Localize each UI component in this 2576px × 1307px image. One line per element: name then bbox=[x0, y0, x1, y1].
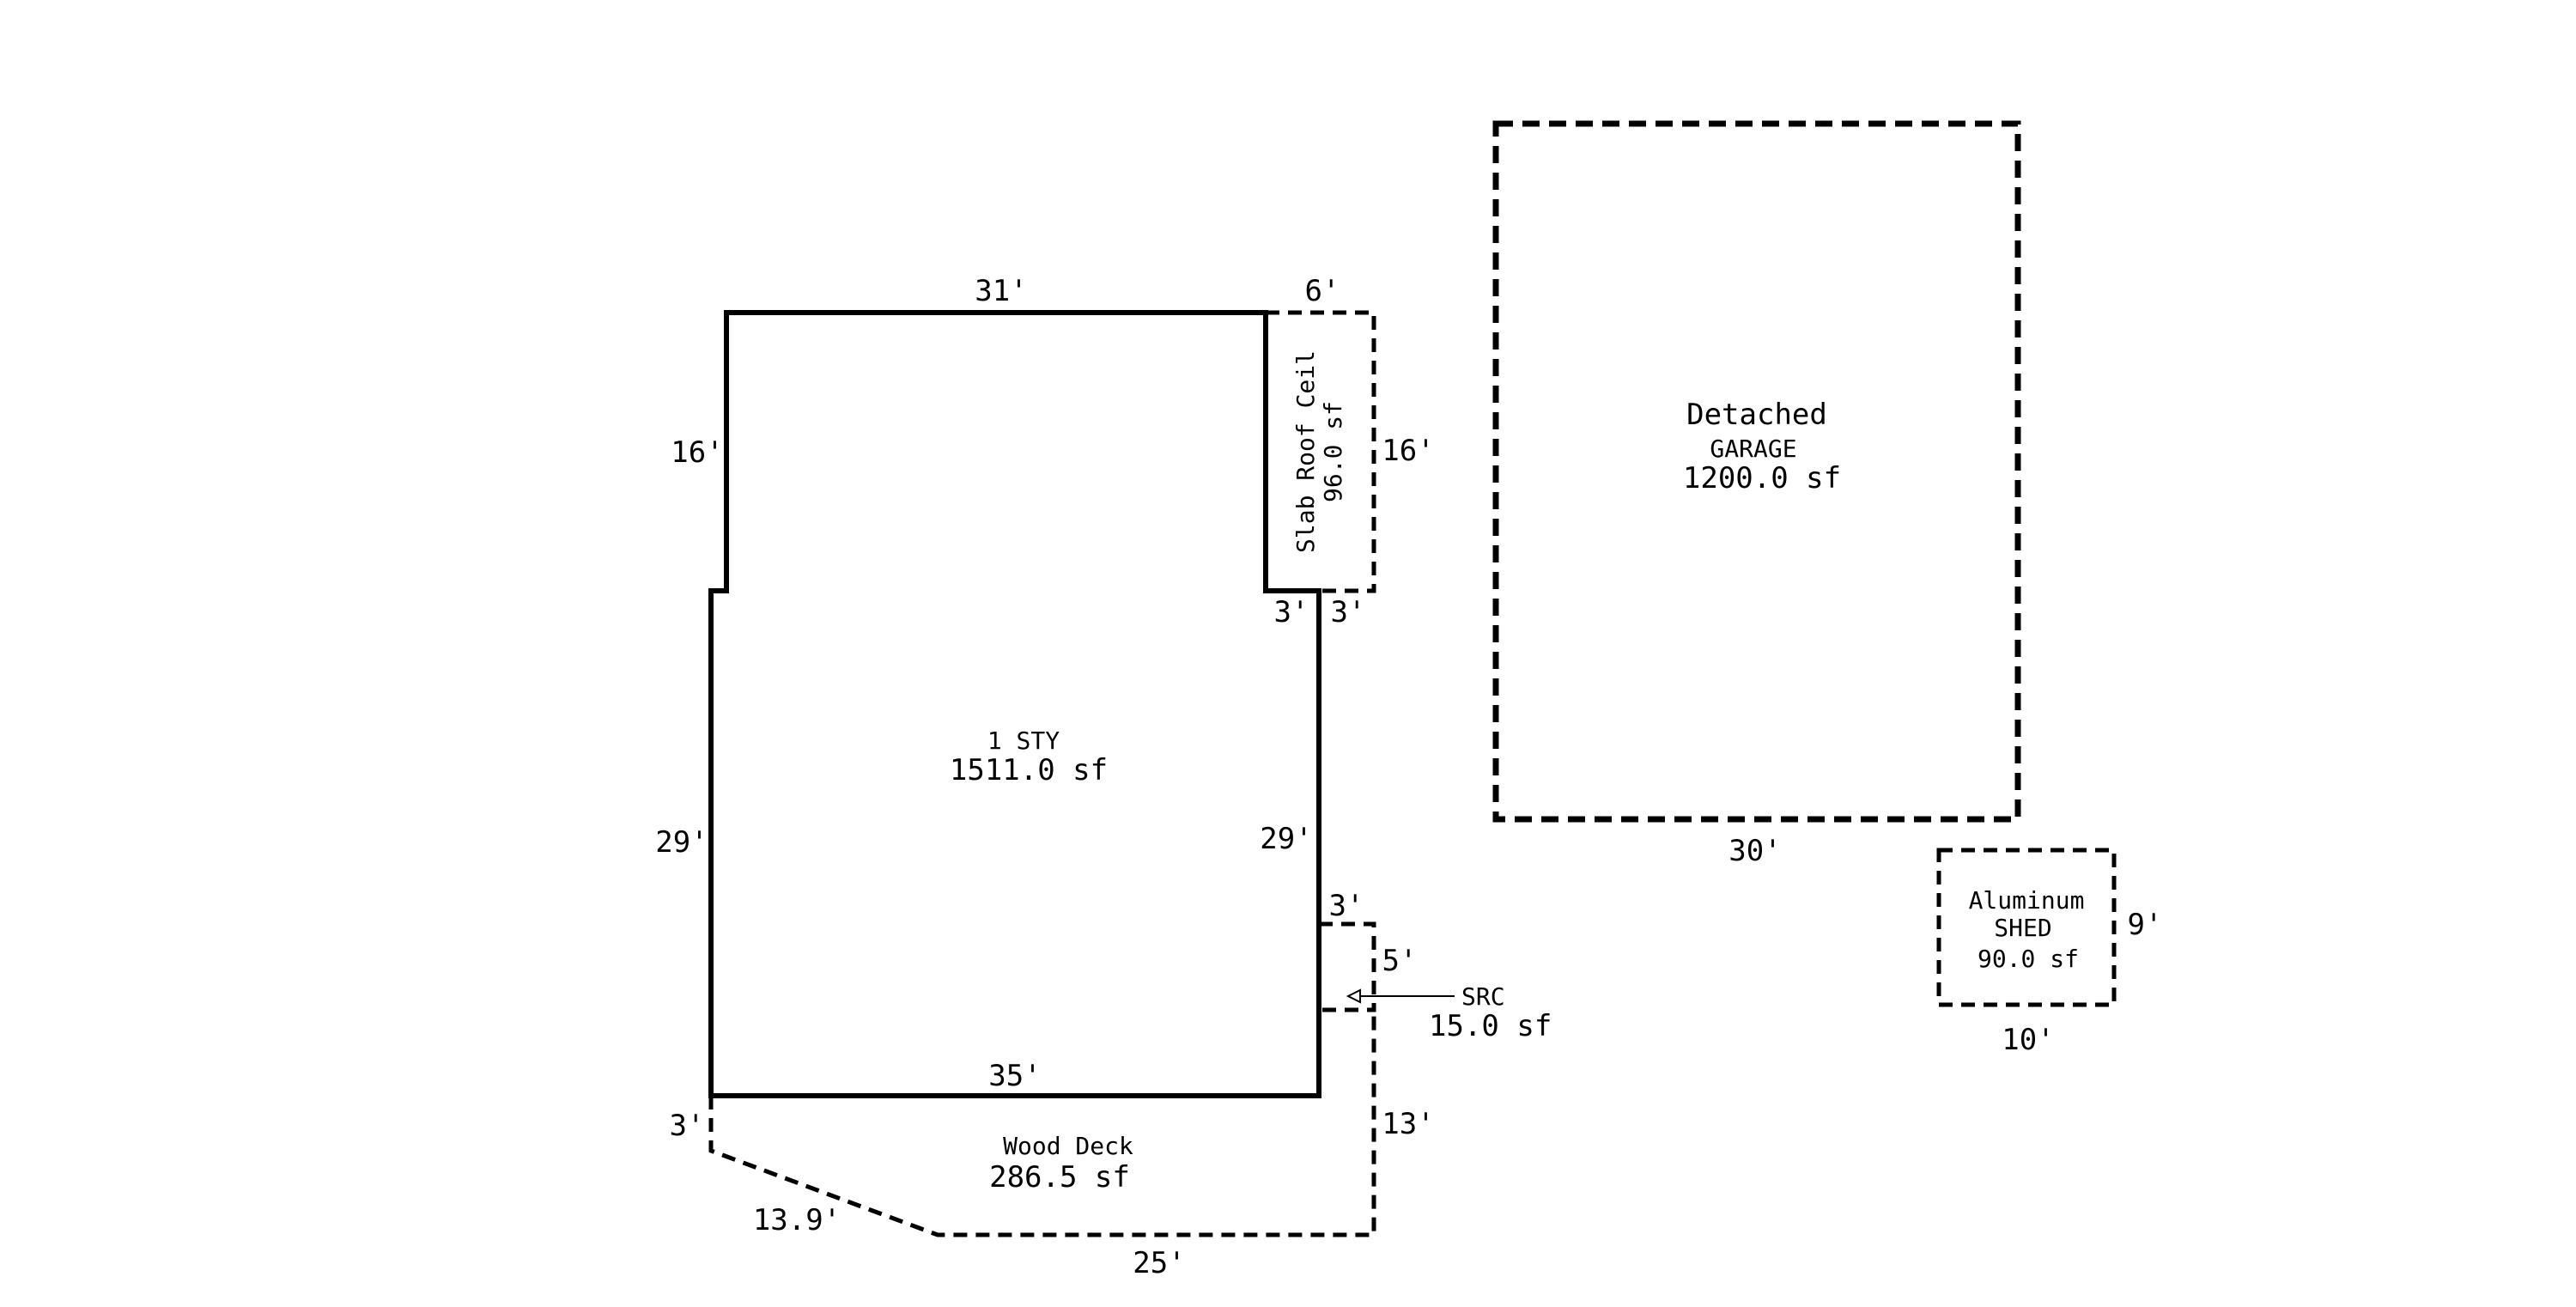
slab-roof-dim-bottom-left: 3' bbox=[1274, 595, 1309, 629]
main-house-dim-right: 29' bbox=[1260, 822, 1312, 856]
main-house-dim-upper-left: 16' bbox=[671, 435, 723, 470]
garage-name-line2: GARAGE bbox=[1710, 435, 1796, 463]
slab-roof-dim-right: 16' bbox=[1382, 434, 1434, 468]
slab-roof-outline bbox=[1266, 310, 1376, 593]
main-house-area: 1511.0 sf bbox=[950, 753, 1108, 787]
slab-roof-dim-bottom-right: 3' bbox=[1331, 595, 1366, 629]
garage-area: 1200.0 sf bbox=[1683, 461, 1841, 495]
deck-dim-diagonal: 13.9' bbox=[753, 1203, 841, 1237]
main-house-dim-bottom: 35' bbox=[988, 1059, 1041, 1093]
deck-outline bbox=[708, 1010, 1376, 1237]
slab-roof-dim-top: 6' bbox=[1305, 274, 1340, 308]
src-dim-top: 3' bbox=[1329, 889, 1364, 923]
garage-dim-bottom: 30' bbox=[1728, 834, 1781, 868]
main-house-outline bbox=[708, 310, 1321, 1098]
src-name: SRC bbox=[1461, 982, 1505, 1011]
main-house-dim-lower-left: 29' bbox=[655, 825, 708, 860]
main-house-dim-top: 31' bbox=[975, 274, 1027, 308]
garage-name-line1: Detached bbox=[1686, 398, 1827, 432]
shed-dim-bottom: 10' bbox=[2002, 1023, 2054, 1057]
deck-name: Wood Deck bbox=[1003, 1132, 1133, 1160]
garage-outline bbox=[1492, 120, 2021, 823]
shed-name-line1: Aluminum bbox=[1969, 886, 2085, 915]
deck-dim-bottom: 25' bbox=[1133, 1246, 1185, 1280]
slab-roof-name: Slab Roof Ceil bbox=[1291, 350, 1320, 553]
main-house-name: 1 STY bbox=[987, 726, 1060, 755]
shed-dim-right: 9' bbox=[2128, 908, 2163, 942]
deck-dim-right: 13' bbox=[1382, 1107, 1434, 1141]
src-area: 15.0 sf bbox=[1429, 1009, 1552, 1043]
slab-roof-area: 96.0 sf bbox=[1319, 401, 1347, 502]
shed-outline bbox=[1936, 848, 2117, 1007]
deck-dim-left: 3' bbox=[670, 1109, 705, 1143]
shed-area: 90.0 sf bbox=[1978, 945, 2079, 973]
shed-name-line2: SHED bbox=[1994, 914, 2051, 942]
deck-area: 286.5 sf bbox=[989, 1160, 1130, 1195]
src-dim-right: 5' bbox=[1382, 944, 1418, 978]
src-outline bbox=[1319, 921, 1376, 1012]
src-callout-arrowhead bbox=[1346, 988, 1361, 1004]
